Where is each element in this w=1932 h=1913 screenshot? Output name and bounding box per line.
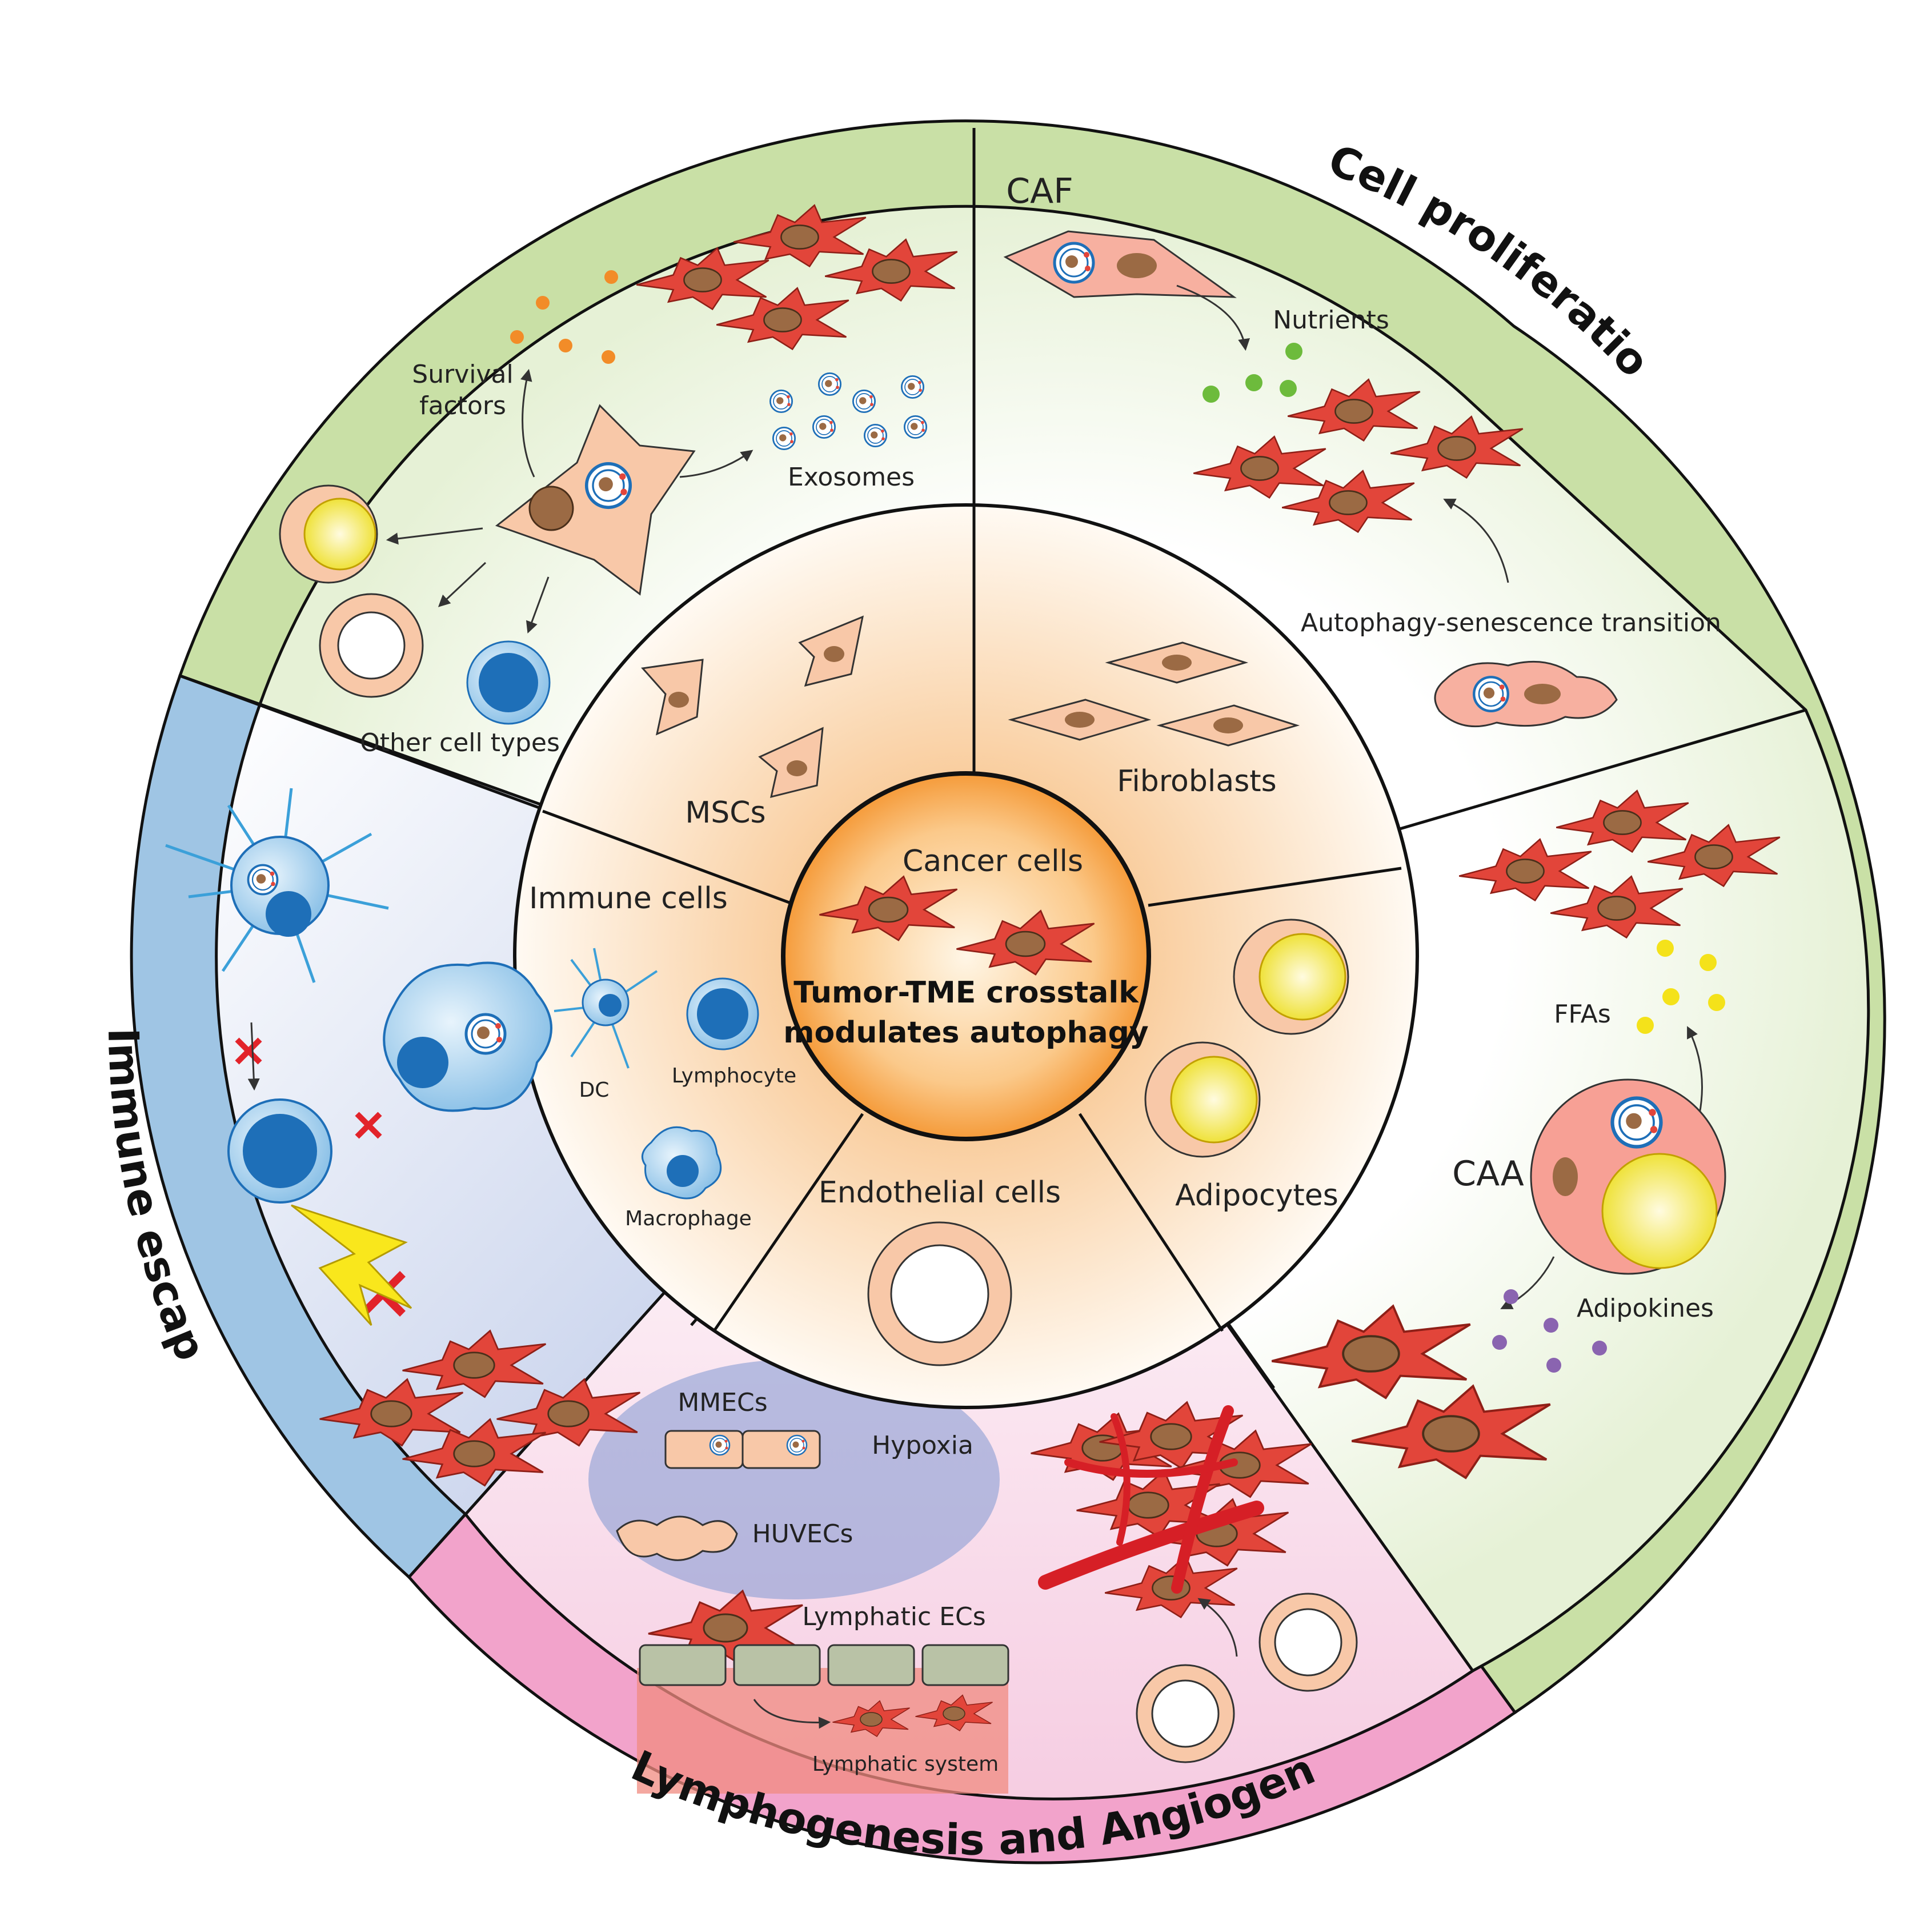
mmec-cells	[664, 1430, 821, 1469]
label-lymphatic-system: Lymphatic system	[812, 1752, 999, 1776]
inner-spoke-right	[1148, 867, 1402, 907]
msc-survival-factor-dots	[510, 270, 618, 364]
huvec-cells	[616, 1515, 738, 1561]
core-title-line2: modulates autophagy	[783, 1016, 1148, 1050]
nutrient-dots	[1203, 343, 1302, 403]
lightning-bolt-icon	[291, 1204, 412, 1326]
inner-fibroblast-cells	[1008, 641, 1300, 747]
spoke-upper-left	[179, 674, 549, 813]
senescent-cell	[1434, 660, 1618, 728]
inner-label-endothelial: Endothelial cells	[819, 1176, 1061, 1210]
lymphocyte-cell-large	[227, 1098, 332, 1204]
inner-spoke-left	[542, 809, 797, 907]
inner-macrophage-cell	[641, 1126, 722, 1200]
arrow-dc-to-lymphocyte	[247, 1022, 260, 1091]
msc-target-cells	[279, 484, 551, 725]
label-nutrients: Nutrients	[1273, 306, 1389, 335]
label-other-cell-types: Other cell types	[360, 728, 560, 757]
inner-adipocyte-cells	[1144, 919, 1349, 1158]
lymphatic-system-area	[637, 1668, 1008, 1794]
arrow-to-lymphatic-system	[753, 1699, 831, 1729]
label-ast: Autophagy-senescence transition	[1301, 608, 1721, 637]
inner-endothelial-ring	[867, 1221, 1012, 1366]
caa-cell	[1530, 1078, 1726, 1275]
inner-label-dc: DC	[579, 1078, 610, 1102]
label-caa: CAA	[1452, 1154, 1524, 1194]
inner-spoke-lower-right	[1078, 1113, 1224, 1332]
label-survival-line1: Survival	[412, 360, 513, 389]
label-hypoxia: Hypoxia	[872, 1431, 973, 1460]
ffa-dots	[1637, 940, 1725, 1034]
arrow-to-exosomes	[679, 450, 753, 478]
inner-msc-cells	[641, 615, 864, 799]
label-survival-line2: factors	[419, 391, 506, 420]
caf-cell	[1003, 230, 1237, 298]
adipokine-dots	[1492, 1289, 1607, 1373]
inner-label-mscs: MSCs	[685, 796, 765, 830]
arrow-caf-to-nutrients	[1176, 284, 1250, 351]
inner-label-lymphocyte: Lymphocyte	[672, 1064, 796, 1088]
inner-label-immune-cells: Immune cells	[529, 881, 728, 916]
inner-label-adipocytes: Adipocytes	[1175, 1178, 1338, 1213]
inner-dc-cell	[554, 948, 658, 1069]
label-huvecs: HUVECs	[752, 1519, 853, 1549]
arrow-vessel-growth	[1197, 1598, 1238, 1657]
arrow-ast	[1443, 499, 1509, 583]
arrow-caa-to-ffas	[1687, 1026, 1703, 1114]
inner-label-fibroblasts: Fibroblasts	[1117, 764, 1277, 799]
label-mmecs: MMECs	[678, 1388, 767, 1417]
arrow-caa-to-adipokines	[1500, 1256, 1555, 1309]
label-adipokines: Adipokines	[1577, 1294, 1714, 1323]
inner-lymphocyte-cell	[686, 977, 759, 1050]
core-title-line1: Tumor-TME crosstalk	[793, 976, 1139, 1010]
arrow-to-blue-cell	[526, 576, 550, 633]
blood-vessels	[1038, 1405, 1264, 1594]
label-ffas: FFAs	[1554, 1000, 1611, 1029]
core-label: Cancer cells	[903, 844, 1083, 879]
inner-spoke-lower-left	[712, 1113, 864, 1332]
lymphatic-ec-cells	[639, 1644, 1009, 1686]
dc-cell-large	[165, 788, 389, 983]
arrow-to-survival	[520, 368, 535, 478]
macrophage-cell-large	[383, 961, 552, 1112]
label-exosomes: Exosomes	[788, 463, 915, 492]
msc-center-cell	[495, 404, 696, 596]
inner-label-macrophage: Macrophage	[625, 1207, 752, 1230]
core-circle	[781, 771, 1151, 1141]
label-lymphatic-ecs: Lymphatic ECs	[802, 1602, 985, 1631]
label-caf: CAF	[1006, 171, 1073, 211]
vessel-ring-cells	[1136, 1593, 1358, 1763]
arrow-to-yellow-cell	[386, 527, 483, 545]
arrow-to-ring-cell	[438, 562, 487, 607]
